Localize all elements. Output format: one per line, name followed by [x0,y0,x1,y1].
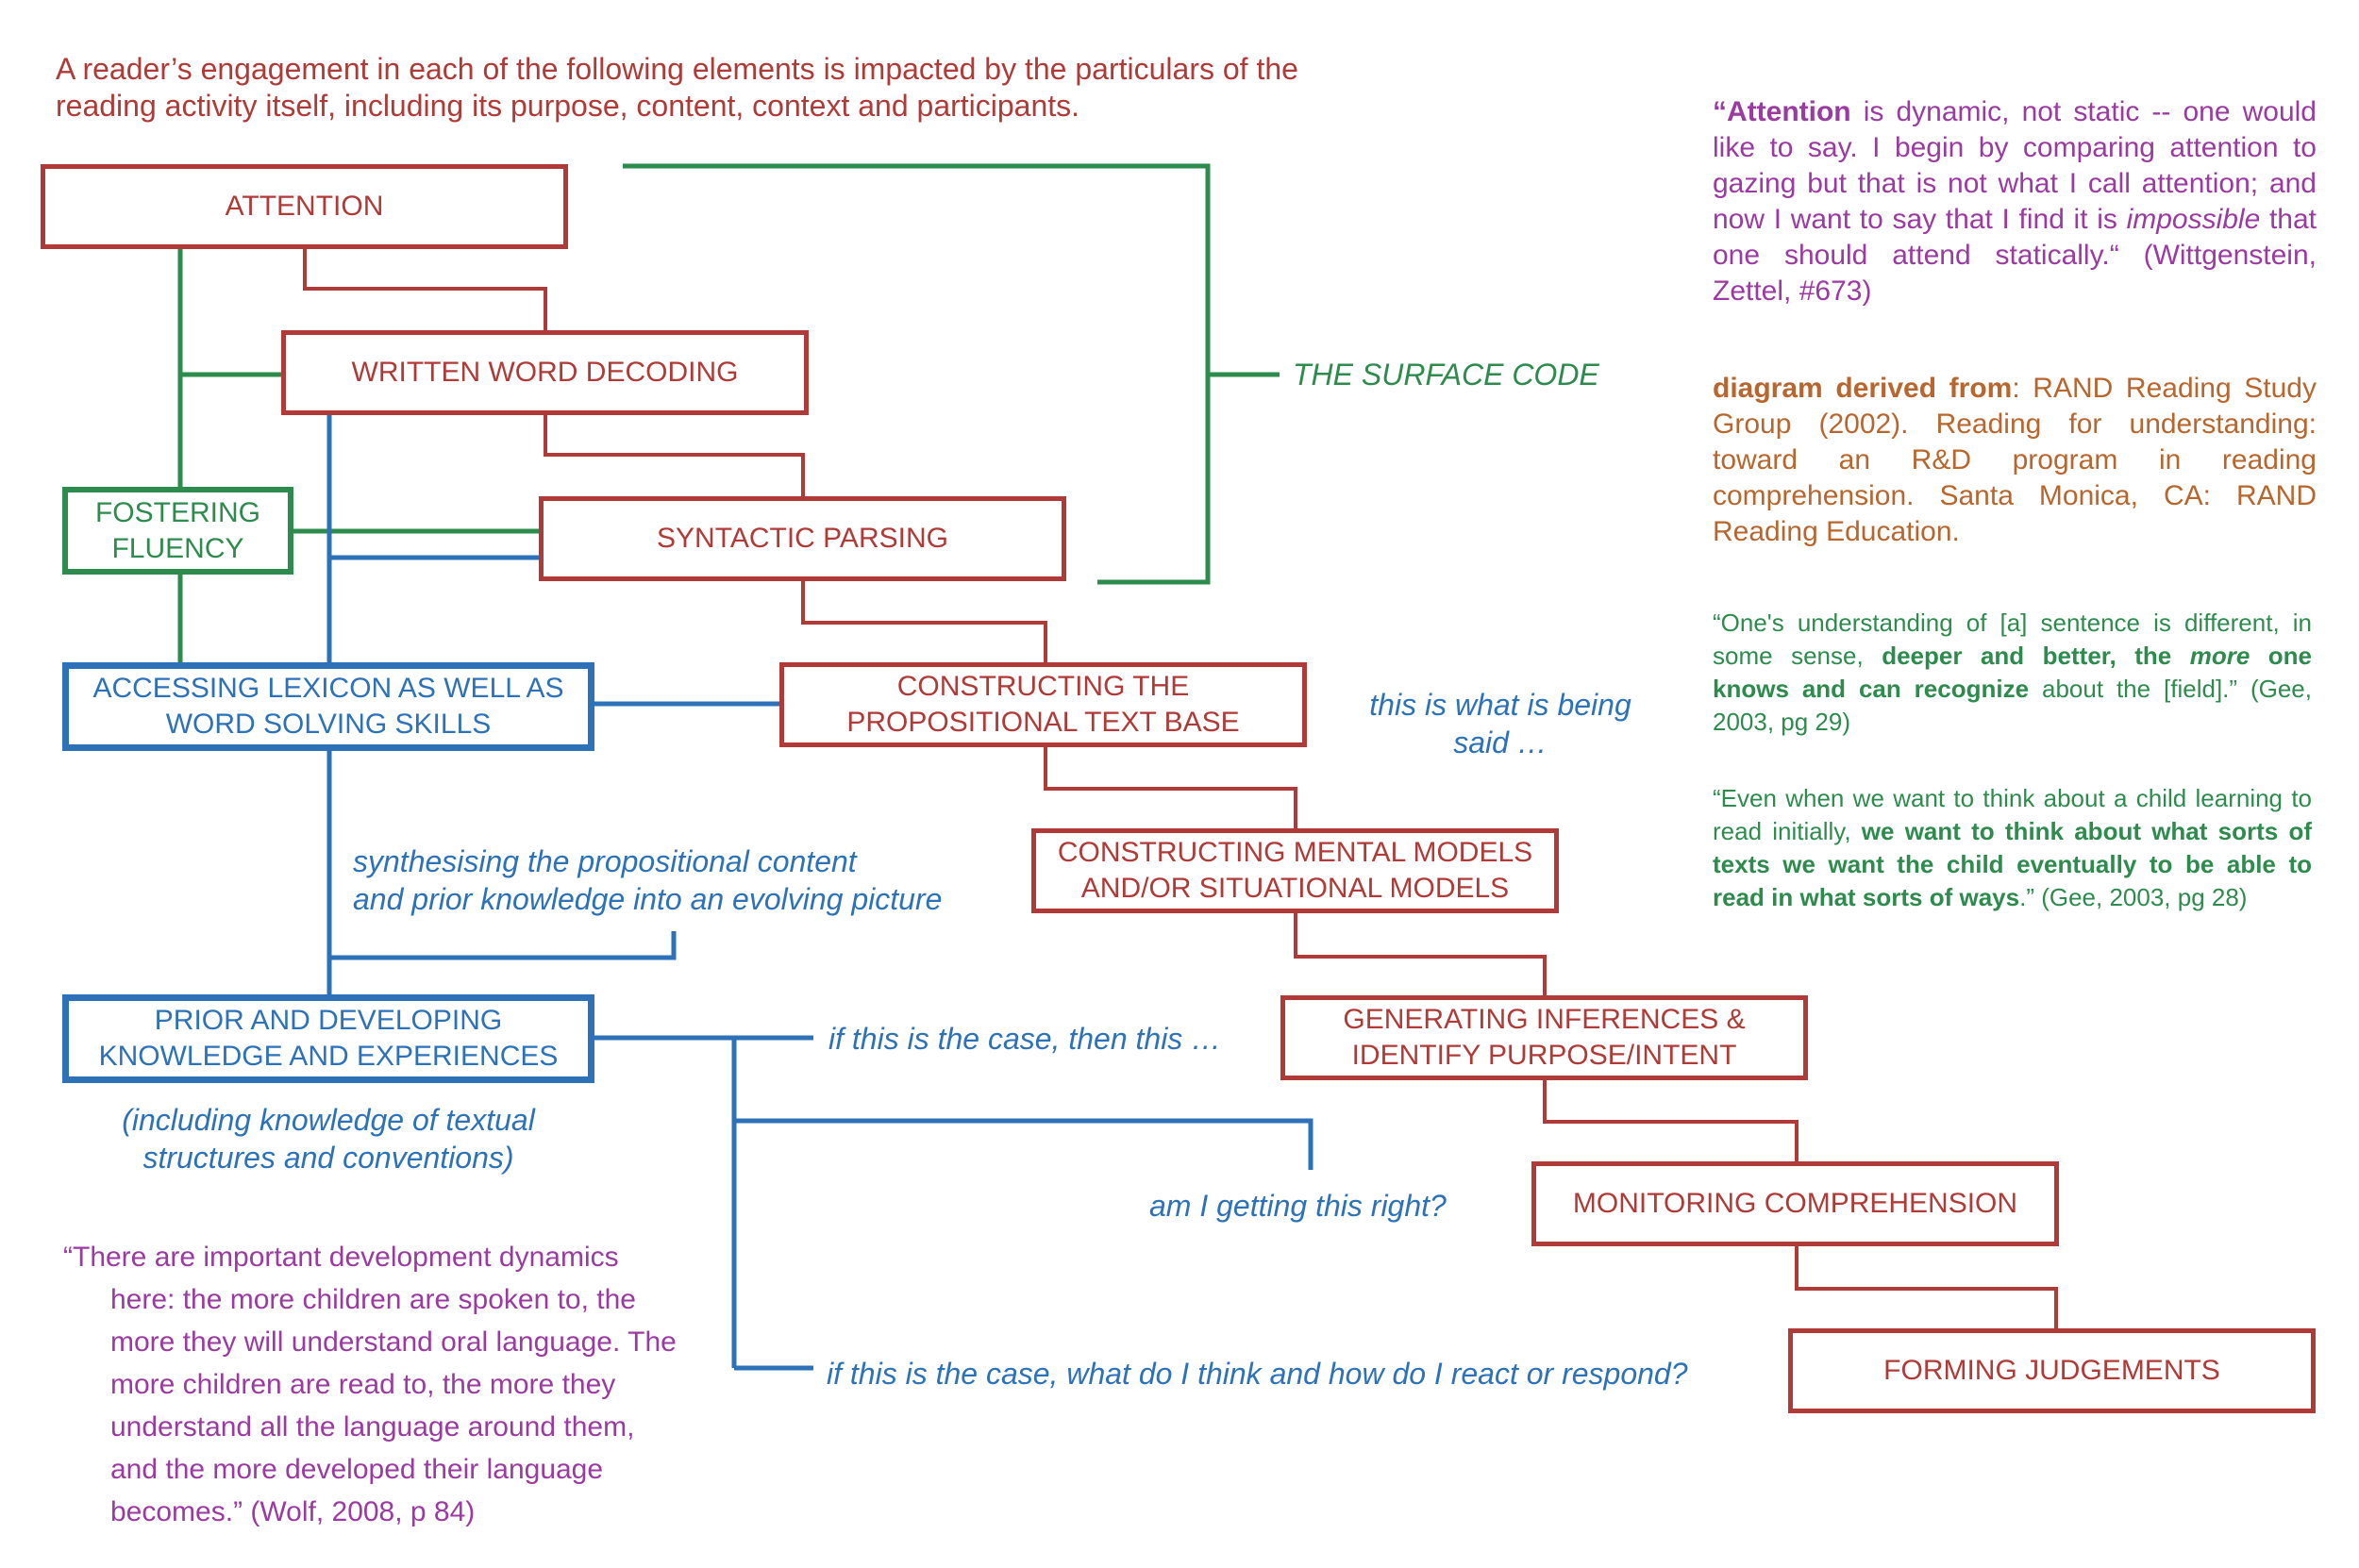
synthesising-note: synthesising the propositional content a… [353,844,943,916]
link-inferences-monitoring [1543,1079,1799,1164]
link-monitoring-judgements [1795,1246,2058,1331]
link-models-inferences [1294,912,1547,998]
link-decoding-parsing [544,413,805,499]
wolf-quote: “There are important development dynamic… [63,1242,677,1527]
inferences-box: GENERATING INFERENCES &IDENTIFY PURPOSE/… [1280,995,1808,1080]
monitoring-comprehension-box: MONITORING COMPREHENSION [1531,1161,2059,1246]
wittgenstein-quote: “Attention is dynamic, not static -- one… [1713,96,2317,307]
gee-quote-1: “One's understanding of [a] sentence is … [1713,609,2313,736]
blue-branch-monitor [734,1118,1313,1170]
syntactic-parsing-box: SYNTACTIC PARSING [539,496,1066,581]
gee-quote-2: “Even when we want to think about a chil… [1713,784,2312,911]
being-said-note: this is what is being said … [1369,688,1631,759]
including-knowledge-note: (including knowledge of textual structur… [122,1103,535,1175]
synthesis-bracket [329,931,677,960]
link-attention-decoding [303,248,547,333]
forming-judgements-box: FORMING JUDGEMENTS [1788,1328,2316,1413]
react-respond-note: if this is the case, what do I think and… [827,1357,1688,1391]
getting-it-right-note: am I getting this right? [1149,1189,1447,1223]
attention-box: ATTENTION [41,164,568,249]
if-then-note: if this is the case, then this … [828,1022,1222,1056]
link-parsing-textbase [801,580,1047,665]
surface-code-label: THE SURFACE CODE [1293,358,1599,392]
rand-source-note: diagram derived from: RAND Reading Study… [1713,373,2317,547]
word-decoding-box: WRITTEN WORD DECODING [281,330,809,415]
link-textbase-models [1044,746,1297,831]
intro-text: A reader’s engagement in each of the fol… [56,52,1298,123]
